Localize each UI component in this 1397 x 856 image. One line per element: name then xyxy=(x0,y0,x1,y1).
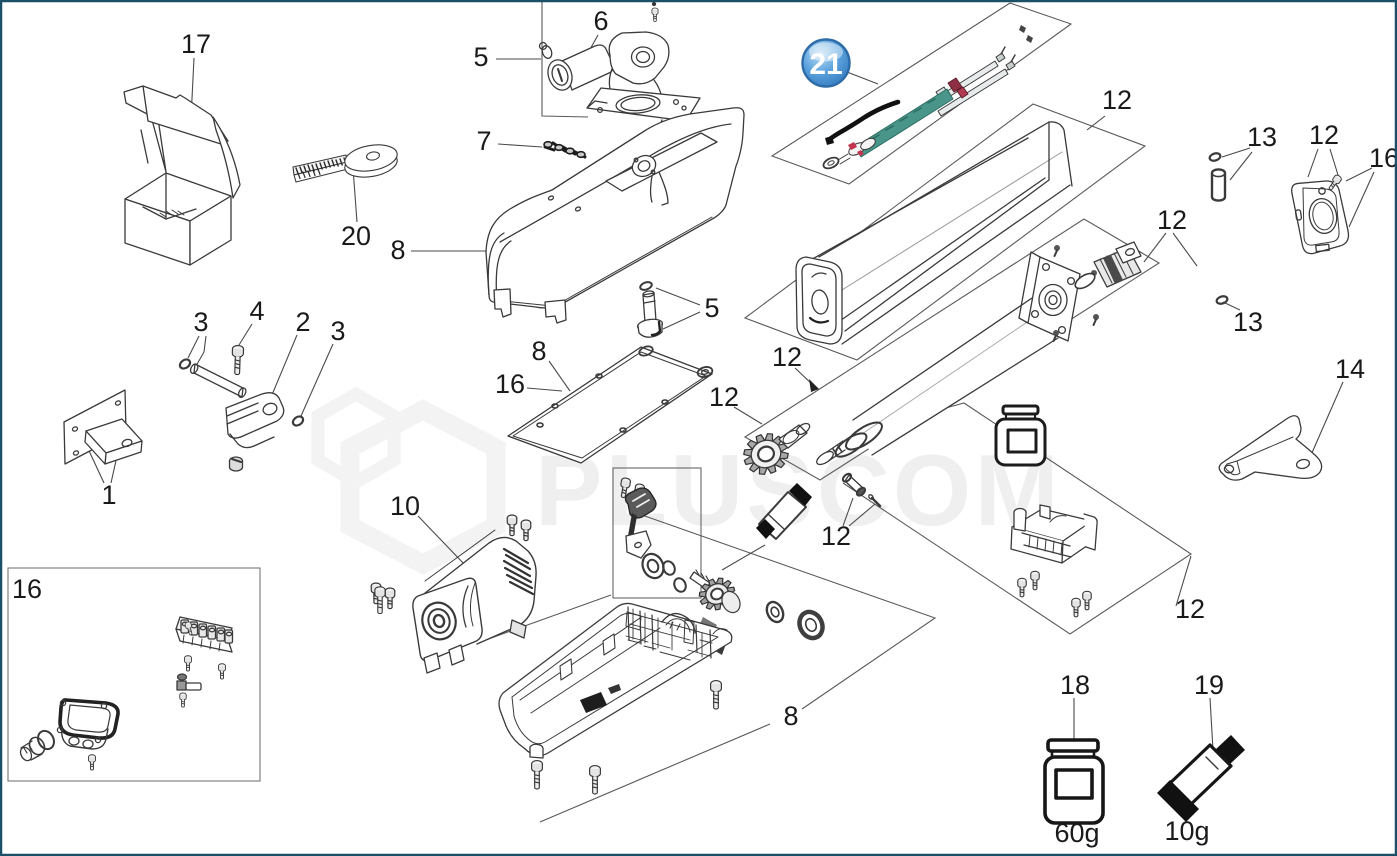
svg-text:3: 3 xyxy=(330,316,345,346)
svg-text:17: 17 xyxy=(181,29,211,59)
svg-text:20: 20 xyxy=(341,221,371,251)
svg-text:12: 12 xyxy=(821,521,851,551)
svg-text:7: 7 xyxy=(476,126,491,156)
svg-text:14: 14 xyxy=(1335,354,1365,384)
svg-text:12: 12 xyxy=(1102,85,1132,115)
svg-text:10g: 10g xyxy=(1164,816,1209,846)
svg-text:16: 16 xyxy=(1369,143,1397,173)
svg-text:2: 2 xyxy=(295,307,310,337)
svg-text:21: 21 xyxy=(809,48,842,81)
svg-text:3: 3 xyxy=(193,307,208,337)
svg-text:8: 8 xyxy=(390,235,405,265)
svg-text:4: 4 xyxy=(249,296,264,326)
svg-text:5: 5 xyxy=(704,293,719,323)
svg-text:13: 13 xyxy=(1233,307,1263,337)
svg-text:5: 5 xyxy=(473,42,488,72)
svg-text:12: 12 xyxy=(1309,120,1339,150)
svg-text:6: 6 xyxy=(593,6,608,36)
svg-text:19: 19 xyxy=(1194,670,1224,700)
svg-text:1: 1 xyxy=(101,480,116,510)
svg-text:13: 13 xyxy=(1247,122,1277,152)
svg-text:8: 8 xyxy=(531,336,546,366)
svg-text:12: 12 xyxy=(1175,594,1205,624)
svg-text:12: 12 xyxy=(1157,205,1187,235)
svg-text:12: 12 xyxy=(709,382,739,412)
svg-text:16: 16 xyxy=(495,369,525,399)
svg-text:60g: 60g xyxy=(1054,818,1099,848)
svg-text:18: 18 xyxy=(1060,670,1090,700)
svg-text:8: 8 xyxy=(783,701,798,731)
svg-text:10: 10 xyxy=(390,491,420,521)
svg-text:12: 12 xyxy=(772,342,802,372)
svg-text:16: 16 xyxy=(12,574,42,604)
